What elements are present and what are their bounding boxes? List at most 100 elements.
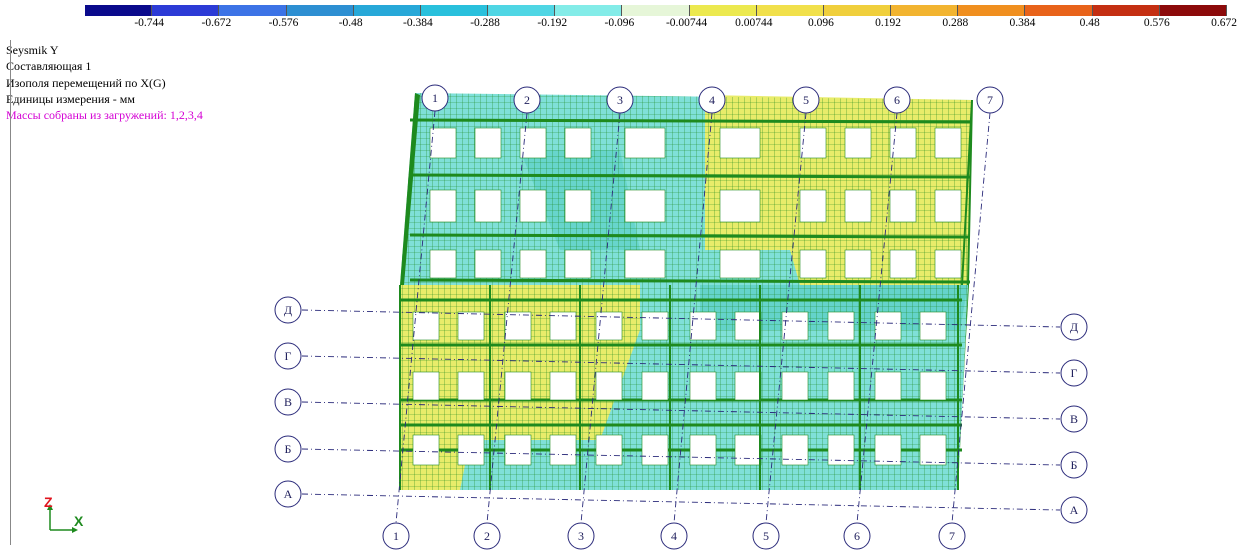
axis-bubble-bottom[interactable]: 2 — [473, 522, 501, 550]
scale-tick-label: -0.48 — [338, 17, 363, 29]
axis-bubble-right[interactable]: Г — [1060, 359, 1088, 387]
axis-bubble-right[interactable]: В — [1060, 405, 1088, 433]
axis-bubble-left[interactable]: А — [274, 480, 302, 508]
grid-axis-line-vertical — [951, 112, 991, 524]
front-window — [827, 311, 855, 341]
scale-color-cell — [756, 5, 824, 16]
scale-color-cell — [219, 5, 287, 16]
front-window — [874, 311, 902, 341]
front-window — [504, 311, 532, 341]
grid-axis-line-horizontal — [301, 401, 1061, 420]
axis-bubble-bottom[interactable]: 3 — [567, 522, 595, 550]
color-scale-legend: -0.744-0.672-0.576-0.48-0.384-0.288-0.19… — [0, 0, 1237, 40]
back-window — [564, 127, 592, 159]
scale-tick-label: 0.384 — [1009, 17, 1036, 29]
grid-axis-line-horizontal — [301, 448, 1061, 466]
axis-bubble-bottom[interactable]: 4 — [660, 522, 688, 550]
axis-bubble-top[interactable]: 5 — [792, 86, 820, 114]
axis-bubble-bottom[interactable]: 1 — [382, 522, 410, 550]
front-window — [549, 311, 577, 341]
left-edge-column — [400, 93, 420, 285]
front-window — [549, 434, 577, 466]
back-window — [719, 127, 761, 159]
scale-tick-label: -0.288 — [470, 17, 500, 29]
axis-bubble-top[interactable]: 2 — [513, 86, 541, 114]
back-window — [889, 249, 917, 279]
axis-bubble-circle — [567, 522, 595, 550]
back-window — [519, 249, 547, 279]
axis-bubble-label: 1 — [432, 91, 438, 105]
axis-bubble-label: Г — [285, 349, 292, 363]
axis-bubble-circle — [473, 522, 501, 550]
axis-bubble-label: 3 — [617, 93, 623, 107]
axis-bubble-circle — [606, 86, 634, 114]
scale-color-cell — [286, 5, 354, 16]
axis-bubble-label: 3 — [578, 529, 584, 543]
axis-bubble-circle — [1060, 451, 1088, 479]
axis-bubble-bottom[interactable]: 7 — [938, 522, 966, 550]
axis-bubble-left[interactable]: Г — [274, 342, 302, 370]
grid-axis-line-vertical — [395, 110, 436, 524]
front-window — [457, 371, 485, 401]
scale-color-cell — [555, 5, 623, 16]
axis-bubble-top[interactable]: 6 — [883, 86, 911, 114]
front-window — [689, 434, 717, 466]
grid-axis-line-horizontal — [301, 309, 1061, 328]
front-window — [689, 311, 717, 341]
scale-color-cell — [353, 5, 421, 16]
axis-bubble-circle — [274, 296, 302, 324]
axis-bubble-right[interactable]: Д — [1060, 313, 1088, 341]
axis-bubble-bottom[interactable]: 6 — [843, 522, 871, 550]
grid-axis-line-vertical — [673, 112, 713, 524]
back-floor-beam — [409, 278, 971, 284]
axis-bubble-bottom[interactable]: 5 — [752, 522, 780, 550]
front-window — [457, 311, 485, 341]
back-window — [799, 249, 827, 279]
back-window — [799, 189, 827, 223]
front-window — [689, 371, 717, 401]
grid-axis-line-vertical — [580, 112, 621, 524]
axis-bubble-circle — [274, 480, 302, 508]
axis-bubble-top[interactable]: 7 — [976, 86, 1004, 114]
back-window — [624, 189, 666, 223]
load-case-name: Seysmik Y — [6, 43, 59, 57]
axis-bubble-label: 7 — [987, 93, 993, 107]
grid-axis-line-horizontal — [301, 355, 1061, 374]
back-window — [474, 249, 502, 279]
back-window — [519, 189, 547, 223]
grid-axis-line-vertical — [486, 112, 528, 524]
axis-bubble-top[interactable]: 1 — [421, 84, 449, 112]
axis-bubble-top[interactable]: 4 — [698, 86, 726, 114]
back-floor-beam — [409, 173, 971, 179]
axis-bubble-right[interactable]: А — [1060, 496, 1088, 524]
axis-bubble-circle — [382, 522, 410, 550]
back-window — [934, 127, 962, 159]
axis-bubble-top[interactable]: 3 — [606, 86, 634, 114]
axis-bubble-left[interactable]: В — [274, 388, 302, 416]
x-axis-label: X — [74, 513, 84, 529]
axis-bubble-left[interactable]: Д — [274, 296, 302, 324]
units-label: Единицы измерения - мм — [6, 91, 135, 106]
axis-bubble-circle — [883, 86, 911, 114]
axis-bubble-label: Б — [285, 442, 292, 456]
scale-color-cell — [891, 5, 959, 16]
axis-bubble-circle — [1060, 405, 1088, 433]
axis-bubble-label: Д — [1070, 320, 1078, 334]
axis-bubble-label: 6 — [854, 529, 860, 543]
axis-indicator: Z X — [44, 496, 84, 533]
axis-bubble-circle — [513, 86, 541, 114]
front-window — [781, 434, 809, 466]
front-window — [781, 371, 809, 401]
isofield-title: Изополя перемещений по X(G) — [6, 75, 166, 90]
axis-bubble-left[interactable]: Б — [274, 435, 302, 463]
back-window — [429, 127, 457, 159]
axis-bubble-circle — [274, 435, 302, 463]
scale-tick-label: -0.744 — [134, 17, 165, 29]
back-window — [474, 127, 502, 159]
scale-color-cell — [622, 5, 690, 16]
front-window — [827, 371, 855, 401]
front-window — [549, 371, 577, 401]
axis-bubble-label: 5 — [763, 529, 769, 543]
axis-bubble-right[interactable]: Б — [1060, 451, 1088, 479]
